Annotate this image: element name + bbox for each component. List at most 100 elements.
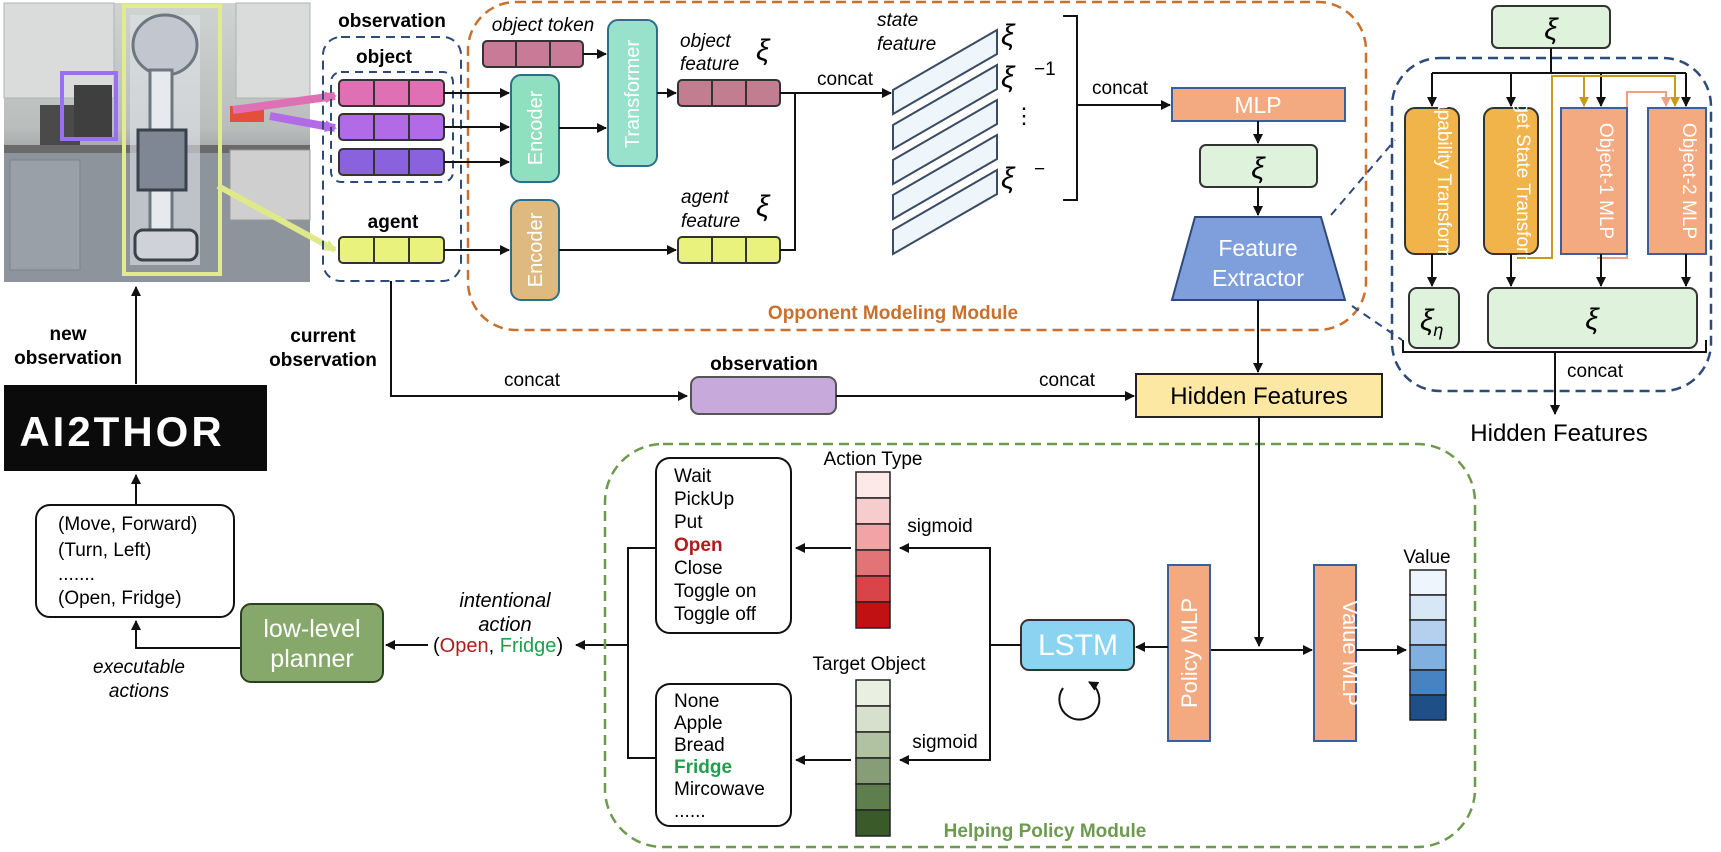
helping-policy-module-border bbox=[603, 442, 1477, 849]
agent-pointer-arrow bbox=[216, 183, 337, 253]
new-observation-label: new bbox=[50, 324, 87, 345]
value-mlp bbox=[1313, 564, 1357, 742]
hidden-features-box bbox=[1135, 373, 1383, 418]
object-heat-cell bbox=[855, 679, 891, 707]
sigmoid-label: sigmoid bbox=[907, 516, 972, 537]
object-heat-cell bbox=[855, 783, 891, 811]
xi-eta: ξη bbox=[1420, 304, 1443, 340]
object-encoder-label: Encoder bbox=[525, 90, 547, 165]
intentional-action-label: intentional bbox=[459, 590, 551, 612]
object-feature-label: object bbox=[680, 31, 731, 52]
target-state-transformer-label: Target State Transformer bbox=[1512, 76, 1533, 287]
target-object-item: None bbox=[674, 691, 719, 712]
action-item: (Open, Fridge) bbox=[58, 588, 182, 609]
svg-text:AI2THOR: AI2THOR bbox=[19, 408, 224, 455]
action-type-item: PickUp bbox=[674, 489, 734, 510]
mlp-label: MLP bbox=[1234, 92, 1281, 118]
object-2-mlp bbox=[1647, 107, 1707, 255]
action-type-item: Open bbox=[674, 535, 723, 556]
value-mlp-label: Value MLP bbox=[1338, 600, 1363, 706]
action-type-item: Put bbox=[674, 512, 703, 533]
low-level-planner-label: low-level bbox=[263, 615, 360, 643]
target-object-item: ...... bbox=[674, 801, 706, 822]
object-feature-vector bbox=[677, 79, 781, 107]
policy-mlp-label: Policy MLP bbox=[1177, 598, 1202, 708]
helping-policy-module-label: Helping Policy Module bbox=[944, 821, 1147, 842]
state-feature-stack bbox=[892, 28, 998, 256]
opponent-modeling-module-border bbox=[466, 0, 1368, 332]
detail-concat-label: concat bbox=[1567, 361, 1624, 382]
agent-feature-xi: ξ bbox=[756, 190, 771, 223]
state-xi-minus: − bbox=[1034, 159, 1045, 180]
state-xi-minus-1: −1 bbox=[1034, 59, 1056, 80]
current-observation-label: observation bbox=[269, 350, 377, 371]
feature-extractor-detail-border bbox=[1390, 56, 1713, 393]
agent-feature-label: agent bbox=[681, 187, 729, 208]
state-feature-label: feature bbox=[877, 34, 936, 55]
agent-label: agent bbox=[368, 212, 419, 233]
state-xi-dots: ⋮ bbox=[1013, 103, 1035, 128]
action-heat-cell bbox=[855, 497, 891, 525]
object-pointer-arrow bbox=[269, 112, 337, 133]
object-row bbox=[338, 79, 445, 107]
state-feature-label: state bbox=[877, 10, 918, 31]
concat-label: concat bbox=[504, 370, 561, 391]
target-object-item: Fridge bbox=[674, 757, 732, 778]
action-item: ....... bbox=[58, 564, 95, 585]
new-observation-label: observation bbox=[14, 348, 122, 369]
object-heat-cell bbox=[855, 757, 891, 785]
action-heat-cell bbox=[855, 575, 891, 603]
object-label: object bbox=[356, 47, 413, 68]
target-object-label: Target Object bbox=[813, 654, 927, 675]
target-object-list bbox=[655, 683, 792, 827]
action-item: (Turn, Left) bbox=[58, 540, 151, 561]
value-heat-bar bbox=[1409, 569, 1447, 721]
detail-xi-output: ξ bbox=[1585, 303, 1600, 336]
executable-actions-label: actions bbox=[109, 681, 170, 702]
policy-mlp bbox=[1167, 564, 1211, 742]
concat-label: concat bbox=[1039, 370, 1096, 391]
agent-row bbox=[338, 236, 445, 264]
object-group-border bbox=[330, 71, 454, 183]
action-type-list bbox=[655, 457, 792, 634]
object-row bbox=[338, 113, 445, 141]
capability-transformer-label: Capability Transformer bbox=[1433, 85, 1454, 277]
feature-extractor-label: Extractor bbox=[1212, 265, 1304, 291]
lstm-recurrence-icon bbox=[1058, 681, 1101, 721]
executable-actions-label: executable bbox=[93, 657, 185, 678]
target-object-item: Mircowave bbox=[674, 779, 765, 800]
action-type-item: Toggle on bbox=[674, 581, 756, 602]
object-feature-label: feature bbox=[680, 54, 739, 75]
intentional-action-tuple: (Open, Fridge) bbox=[433, 635, 563, 657]
value-label: Value bbox=[1403, 547, 1450, 568]
action-heat-cell bbox=[855, 601, 891, 629]
value-heat-cell bbox=[1409, 569, 1447, 596]
hidden-features-label: Hidden Features bbox=[1170, 383, 1347, 410]
object-2-mlp-label: Object-2 MLP bbox=[1678, 123, 1699, 239]
action-type-item: Close bbox=[674, 558, 723, 579]
observation-group-border bbox=[322, 36, 462, 282]
concat-label: concat bbox=[817, 69, 874, 90]
action-item: (Move, Forward) bbox=[58, 514, 197, 535]
action-type-heat-bar bbox=[855, 471, 891, 629]
object-heat-cell bbox=[855, 705, 891, 733]
object-heat-cell bbox=[855, 809, 891, 837]
object-token bbox=[482, 40, 584, 68]
executable-actions-list bbox=[35, 504, 235, 618]
kitchen-scene-image bbox=[3, 2, 311, 282]
observation-group-title: observation bbox=[338, 11, 446, 32]
mlp-box bbox=[1171, 87, 1346, 122]
object-row bbox=[338, 148, 445, 176]
detail-xi-concat-box bbox=[1487, 287, 1698, 349]
intentional-action-label: action bbox=[478, 614, 531, 636]
observation-bar-label: observation bbox=[710, 354, 818, 375]
concat-label: concat bbox=[1092, 78, 1149, 99]
action-heat-cell bbox=[855, 523, 891, 551]
object-heat-cell bbox=[855, 731, 891, 759]
action-heat-cell bbox=[855, 471, 891, 499]
xi-eta-box bbox=[1408, 287, 1460, 349]
detail-hidden-features-label: Hidden Features bbox=[1470, 420, 1647, 447]
latent-xi: ξ bbox=[1251, 152, 1266, 185]
action-type-item: Wait bbox=[674, 466, 712, 487]
